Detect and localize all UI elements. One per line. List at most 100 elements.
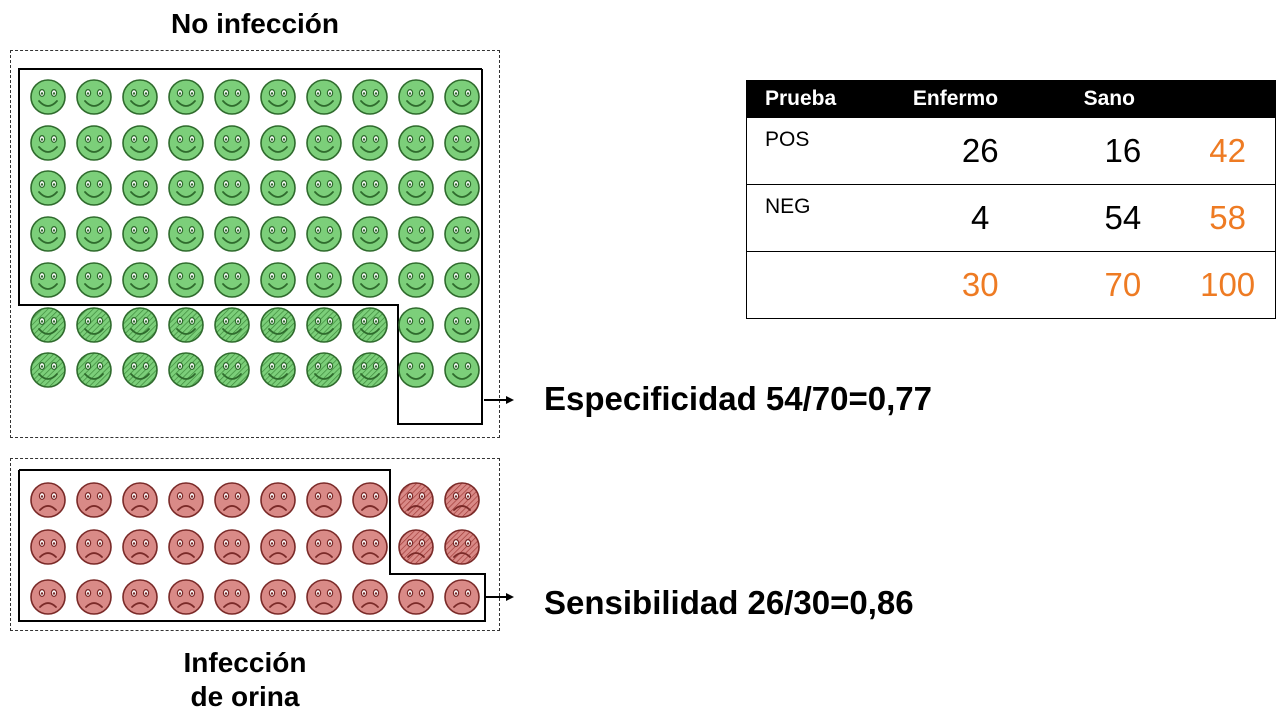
sensitivity-result: Sensibilidad 26/30=0,86 (544, 584, 914, 621)
healthy-false-positive-face (214, 352, 250, 388)
healthy-true-negative-face (352, 125, 388, 161)
sick-false-negative-face (444, 482, 480, 518)
row-label: NEG (746, 184, 895, 252)
healthy-true-negative-face (306, 79, 342, 115)
sick-true-positive-face (306, 529, 342, 565)
healthy-true-negative-face (76, 125, 112, 161)
healthy-true-negative-face (352, 216, 388, 252)
sick-true-positive-face (122, 529, 158, 565)
no-infection-title: No infección (170, 8, 339, 39)
healthy-false-positive-face (76, 307, 112, 343)
sick-true-positive-face (168, 482, 204, 518)
healthy-false-positive-face (122, 307, 158, 343)
healthy-false-positive-face (214, 307, 250, 343)
healthy-true-negative-face (444, 216, 480, 252)
healthy-true-negative-face (398, 170, 434, 206)
healthy-true-negative-face (76, 170, 112, 206)
healthy-true-negative-face (444, 352, 480, 388)
sick-true-positive-face (260, 579, 296, 615)
healthy-true-negative-face (76, 262, 112, 298)
healthy-true-negative-face (214, 170, 250, 206)
row-label (746, 251, 895, 319)
healthy-true-negative-face (352, 262, 388, 298)
healthy-false-positive-face (260, 352, 296, 388)
header-prueba: Prueba (746, 80, 895, 118)
healthy-true-negative-face (444, 125, 480, 161)
healthy-false-positive-face (122, 352, 158, 388)
healthy-true-negative-face (30, 170, 66, 206)
header-total (1180, 80, 1276, 118)
healthy-false-positive-face (260, 307, 296, 343)
healthy-false-positive-face (168, 307, 204, 343)
sick-true-positive-face (168, 579, 204, 615)
healthy-false-positive-face (306, 352, 342, 388)
sick-true-positive-face (76, 579, 112, 615)
healthy-true-negative-face (260, 170, 296, 206)
healthy-true-negative-face (214, 125, 250, 161)
specificity-result: Especificidad 54/70=0,77 (544, 380, 932, 417)
healthy-true-negative-face (398, 262, 434, 298)
healthy-false-positive-face (306, 307, 342, 343)
infection-title: Infección de orina (0, 646, 490, 714)
healthy-true-negative-face (444, 79, 480, 115)
sick-true-positive-face (76, 482, 112, 518)
healthy-true-negative-face (168, 262, 204, 298)
healthy-true-negative-face (30, 125, 66, 161)
healthy-true-negative-face (352, 170, 388, 206)
sick-false-negative-face (444, 529, 480, 565)
sick-true-positive-face (352, 529, 388, 565)
sick-true-positive-face (214, 529, 250, 565)
healthy-false-positive-face (76, 352, 112, 388)
infection-title-line1: Infección (183, 647, 307, 678)
healthy-true-negative-face (306, 170, 342, 206)
table-header-row: Prueba Enfermo Sano (746, 80, 1276, 118)
sick-true-positive-face (398, 579, 434, 615)
healthy-true-negative-face (168, 79, 204, 115)
healthy-true-negative-face (122, 262, 158, 298)
sick-true-positive-face (30, 579, 66, 615)
table-row-total: 30 70 100 (746, 251, 1276, 319)
cell-enfermo: 30 (894, 251, 1066, 319)
healthy-true-negative-face (398, 216, 434, 252)
healthy-true-negative-face (30, 262, 66, 298)
healthy-true-negative-face (122, 216, 158, 252)
healthy-true-negative-face (168, 125, 204, 161)
sick-true-positive-face (260, 482, 296, 518)
header-enfermo: Enfermo (894, 80, 1066, 118)
healthy-true-negative-face (444, 307, 480, 343)
healthy-group-box (10, 50, 500, 438)
healthy-true-negative-face (214, 262, 250, 298)
healthy-true-negative-face (122, 170, 158, 206)
sick-true-positive-face (30, 482, 66, 518)
cell-total: 42 (1180, 117, 1276, 185)
healthy-true-negative-face (168, 216, 204, 252)
cell-enfermo: 4 (894, 184, 1066, 252)
healthy-true-negative-face (260, 125, 296, 161)
healthy-true-negative-face (76, 216, 112, 252)
sick-true-positive-face (214, 579, 250, 615)
cell-sano: 70 (1065, 251, 1181, 319)
cell-enfermo: 26 (894, 117, 1066, 185)
healthy-true-negative-face (260, 79, 296, 115)
sick-true-positive-face (168, 529, 204, 565)
sick-true-positive-face (122, 482, 158, 518)
cell-total: 100 (1180, 251, 1276, 319)
sick-true-positive-face (260, 529, 296, 565)
healthy-true-negative-face (214, 216, 250, 252)
sick-false-negative-face (398, 529, 434, 565)
healthy-true-negative-face (306, 262, 342, 298)
sick-true-positive-face (214, 482, 250, 518)
healthy-false-positive-face (30, 307, 66, 343)
healthy-true-negative-face (398, 307, 434, 343)
sick-true-positive-face (306, 482, 342, 518)
cell-sano: 16 (1065, 117, 1181, 185)
cell-total: 58 (1180, 184, 1276, 252)
healthy-true-negative-face (30, 216, 66, 252)
healthy-true-negative-face (444, 170, 480, 206)
healthy-true-negative-face (444, 262, 480, 298)
sick-true-positive-face (122, 579, 158, 615)
healthy-true-negative-face (352, 79, 388, 115)
sick-true-positive-face (444, 579, 480, 615)
healthy-true-negative-face (306, 125, 342, 161)
